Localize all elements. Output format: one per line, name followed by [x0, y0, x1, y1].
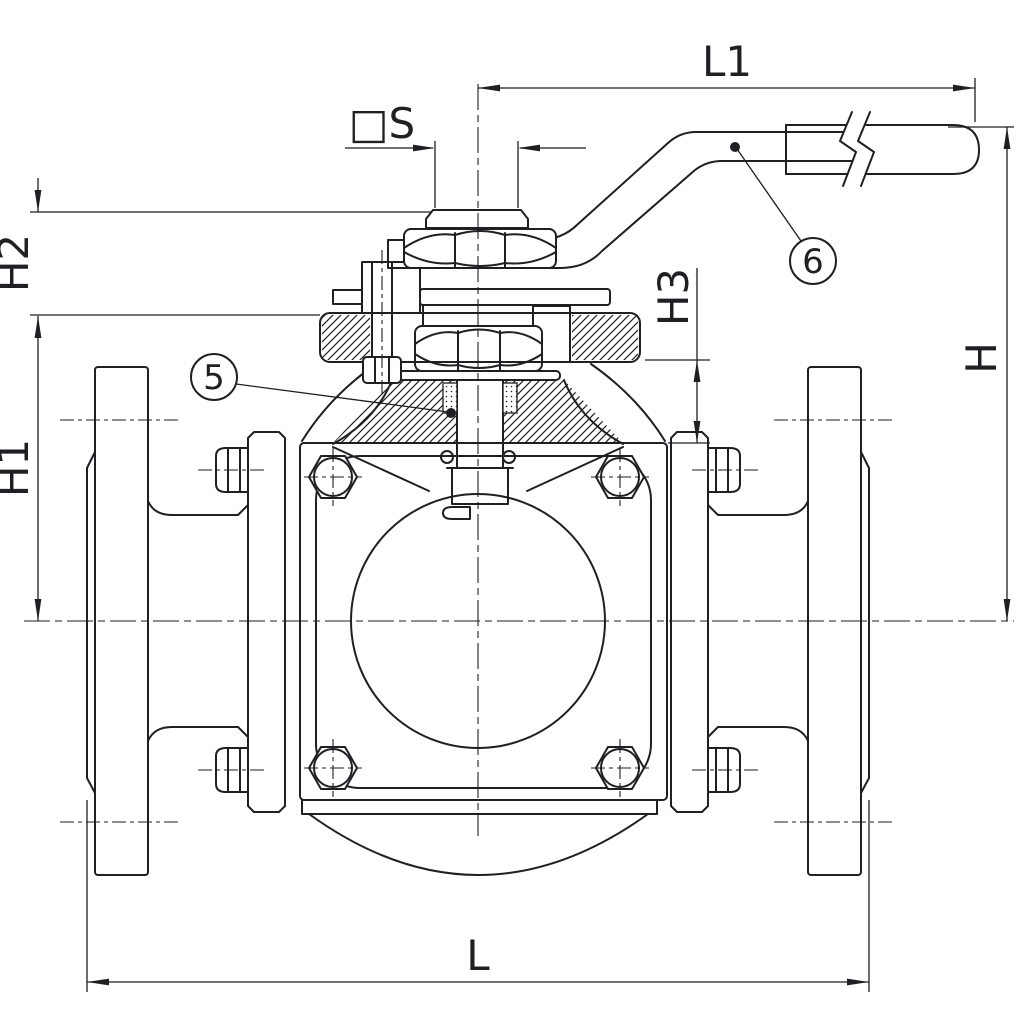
dimension-h2: H2 — [0, 178, 432, 316]
center-body-section — [299, 363, 668, 876]
valve-handle — [387, 111, 980, 269]
break-symbol — [839, 111, 875, 187]
dimension-label-h1: H1 — [0, 439, 38, 497]
gland-washer — [397, 370, 561, 381]
dimension-s: □S — [345, 99, 586, 208]
valve-body — [86, 363, 870, 876]
right-body-flange-plate — [670, 431, 709, 813]
dimension-h3: H3 — [645, 268, 710, 444]
left-body-flange-plate — [247, 431, 286, 813]
dimension-label-l1: L1 — [702, 37, 752, 86]
stop-plate — [332, 288, 611, 306]
gland-flange — [422, 303, 571, 327]
callout-label-6: 6 — [802, 242, 824, 282]
part-callout-5: 5 — [190, 353, 456, 418]
stem-square-top — [425, 209, 529, 229]
dimension-label-l: L — [466, 931, 490, 980]
seat-lines — [332, 446, 624, 492]
dimension-label-h2: H2 — [0, 234, 38, 292]
mounting-pad — [319, 312, 641, 363]
dimension-l: L — [86, 800, 870, 992]
stem-lower — [440, 450, 516, 520]
bonnet-assembly — [319, 261, 641, 469]
dimension-l1: L1 — [478, 37, 976, 122]
stem-packing — [442, 382, 518, 414]
dimension-label-h: H — [957, 342, 1006, 374]
centerlines — [24, 84, 1014, 836]
dimension-h: H — [948, 126, 1014, 621]
stem-nut — [403, 228, 557, 269]
part-callout-6: 6 — [730, 142, 837, 285]
right-pipe-neck — [707, 500, 809, 742]
handle-grip — [785, 111, 980, 187]
stop-bracket — [361, 261, 421, 384]
callout-label-5: 5 — [203, 358, 225, 398]
left-pipe-neck — [147, 500, 249, 742]
dimension-h1: H1 — [0, 316, 42, 621]
front-bolts — [308, 455, 645, 790]
dimension-label-h3: H3 — [649, 268, 698, 326]
dimension-label-s: □S — [349, 99, 415, 148]
